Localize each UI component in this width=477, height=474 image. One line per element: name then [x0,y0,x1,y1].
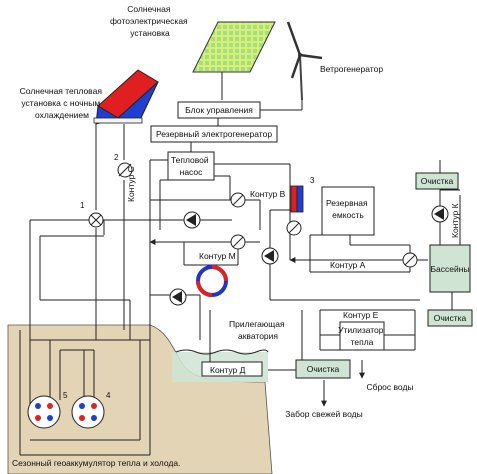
circuit-c-label: Контур С [126,166,136,202]
pump-icon [261,247,279,265]
solar-pv-panel [192,21,276,73]
cleaning-top-box [415,172,459,190]
circuit-e-label: Контур Е [343,310,379,320]
valve-icon-1 [88,212,104,228]
valve-icon [230,192,246,208]
reserve-tank-box [321,186,375,236]
solar-thermal-label: Солнечная тепловая установка с ночным ох… [20,86,105,120]
circuit-b-exchanger [290,185,304,213]
number-2-label: 2 [114,153,119,162]
pools-label: Бассейны [430,264,469,274]
number-4-label: 4 [106,391,111,400]
solar-thermal-panel [93,69,159,125]
reserve-generator-label: Резервный электрогенератор [156,129,272,139]
number-1-label: 1 [80,201,85,210]
water-discharge-label: Сброс воды [366,382,413,392]
accumulator-well-4 [71,395,105,429]
accumulator-label: Сезонный геоаккумулятор тепла и холода. [12,458,180,468]
pump-icon [117,162,133,178]
valve-icon [402,252,418,268]
circuit-k-label: Контур К [450,203,460,238]
valve-icon [286,220,302,236]
control-unit-box [177,101,261,119]
circuit-d-box [201,361,263,377]
number-3-label: 3 [310,176,315,185]
solar-pv-label: Солнечная фотоэлектрическая установка [110,4,190,38]
reserve-tank-label: Резервная емкость [326,198,370,220]
control-unit-label: Блок управления [185,105,253,115]
pump-icon [431,205,449,223]
cleaning-bottom-label: Очистка [307,364,340,374]
circuit-a-label: Контур А [330,260,366,270]
pump-icon [169,288,187,306]
circuit-m-loop [196,265,228,297]
valve-icon [230,234,246,250]
heat-utilizer-label: Утилизатор тепла [338,325,386,347]
adjacent-water-label: Прилегающая акватория [229,319,287,341]
wind-label: Ветрогенератор [320,64,383,74]
accumulator-well-5 [27,395,61,429]
reserve-generator-box [150,125,278,143]
cleaning-top-label: Очистка [421,176,454,186]
heat-utilizer-box [339,321,385,351]
pump-icon [183,211,201,229]
cleaning-bottom-box [295,359,351,379]
wind-turbine-icon [286,21,323,101]
number-5-label: 5 [63,391,68,400]
cleaning-right-box [427,309,473,327]
fresh-water-intake-label: Забор свежей воды [285,409,362,419]
circuit-b-label: Контур В [250,189,286,199]
circuit-m-label: Контур М [199,251,236,261]
circuit-d-label: Контур Д [210,365,246,375]
pools-box [429,244,471,293]
heat-pump-label: Тепловой насос [171,155,211,177]
cleaning-right-label: Очистка [434,313,467,323]
